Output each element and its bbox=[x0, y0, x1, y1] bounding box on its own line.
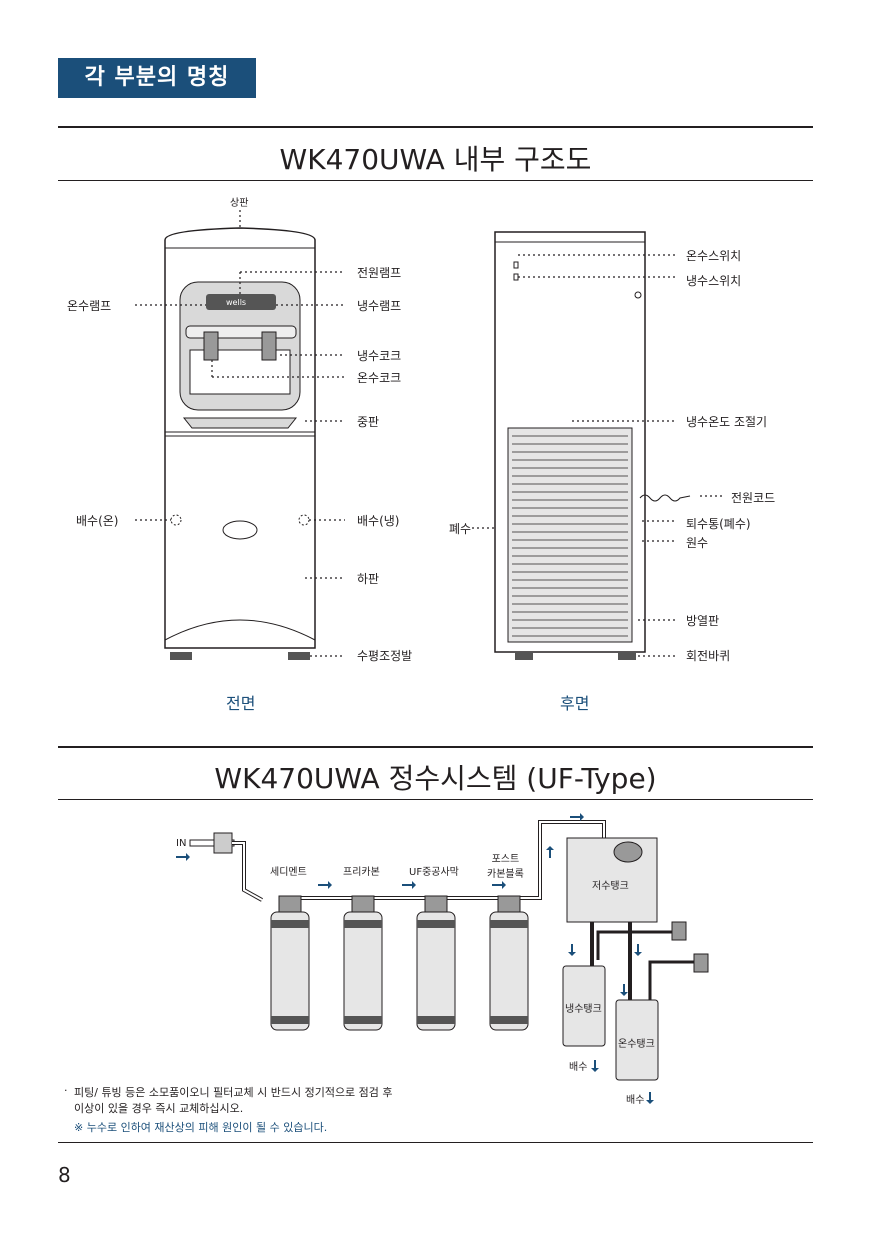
label-power-cord: 전원코드 bbox=[731, 491, 776, 505]
label-hot-switch: 온수스위치 bbox=[686, 249, 742, 263]
hot-tank-label: 온수탱크 bbox=[618, 1039, 655, 1050]
label-radiator: 방열판 bbox=[686, 614, 720, 628]
label-drain-cold: 배수(냉) bbox=[357, 514, 400, 528]
system-rule-bottom bbox=[58, 799, 813, 800]
reservoir-tank-label: 저수탱크 bbox=[592, 881, 629, 892]
system-diagram bbox=[176, 813, 709, 1104]
note-bullet: · bbox=[64, 1084, 68, 1097]
label-hot-cock: 온수코크 bbox=[357, 371, 402, 385]
label-top-panel: 상판 bbox=[230, 198, 249, 209]
title-rule-top bbox=[58, 126, 813, 128]
system-rule-top bbox=[58, 746, 813, 748]
label-cold-switch: 냉수스위치 bbox=[686, 274, 742, 288]
footer-rule bbox=[58, 1142, 813, 1143]
filter-pre-carbon: 프리카본 bbox=[343, 867, 380, 878]
label-caster: 회전바퀴 bbox=[686, 649, 731, 663]
cold-tank-label: 냉수탱크 bbox=[565, 1004, 602, 1015]
note-line-1: 피팅/ 튜빙 등은 소모품이오니 필터교체 시 반드시 정기적으로 점검 후 bbox=[74, 1086, 393, 1099]
front-view-drawing bbox=[135, 210, 345, 660]
filter-post-carbon: 포스트 카본블록 bbox=[487, 854, 524, 880]
filter-uf-membrane: UF중공사막 bbox=[409, 867, 459, 878]
hot-drain-label: 배수 bbox=[626, 1095, 645, 1106]
title-rule-bottom bbox=[58, 180, 813, 181]
section-heading: 각 부분의 명칭 bbox=[58, 58, 256, 98]
wells-logo: wells bbox=[226, 298, 247, 307]
label-drain-hot: 배수(온) bbox=[76, 514, 119, 528]
internal-structure-title: WK470UWA 내부 구조도 bbox=[279, 143, 592, 176]
inlet-label: IN bbox=[176, 838, 187, 849]
label-middle-panel: 중판 bbox=[357, 415, 380, 429]
label-hot-lamp: 온수램프 bbox=[67, 299, 112, 313]
label-lower-panel: 하판 bbox=[357, 572, 380, 586]
label-leveling-foot: 수평조정발 bbox=[357, 649, 413, 663]
note-warning: ※ 누수로 인하여 재산상의 피해 원인이 될 수 있습니다. bbox=[74, 1121, 328, 1134]
label-cold-cock: 냉수코크 bbox=[357, 349, 402, 363]
label-power-lamp: 전원램프 bbox=[357, 266, 402, 280]
label-cold-temp-control: 냉수온도 조절기 bbox=[686, 415, 768, 429]
note-line-2: 이상이 있을 경우 즉시 교체하십시오. bbox=[74, 1102, 244, 1115]
cold-drain-label: 배수 bbox=[569, 1062, 588, 1073]
label-drain-tank: 퇴수통(폐수) bbox=[686, 517, 751, 531]
page-number: 8 bbox=[58, 1163, 71, 1187]
label-cold-lamp: 냉수램프 bbox=[357, 299, 402, 313]
label-raw-water: 원수 bbox=[686, 536, 709, 550]
label-waste-water: 폐수 bbox=[449, 522, 472, 536]
front-caption: 전면 bbox=[226, 694, 256, 713]
filter-sediment: 세디멘트 bbox=[270, 867, 307, 878]
system-title: WK470UWA 정수시스템 (UF-Type) bbox=[214, 762, 657, 795]
rear-caption: 후면 bbox=[560, 694, 590, 713]
rear-view-drawing bbox=[472, 231, 725, 660]
